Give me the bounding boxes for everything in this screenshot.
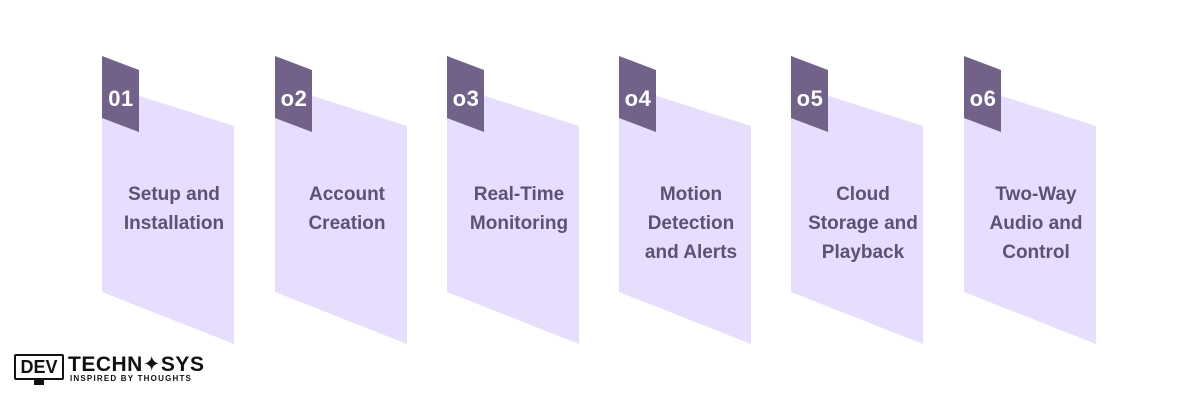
step-label: Cloud Storage and Playback: [795, 180, 931, 267]
step-card-shape: [447, 56, 579, 344]
step-number: o6: [969, 86, 997, 111]
step-card-5: o5 Cloud Storage and Playback: [791, 56, 931, 346]
step-label-line: Real-Time: [473, 184, 565, 205]
step-label-line: Two-Way: [995, 184, 1077, 205]
step-number: 01: [108, 86, 134, 111]
step-card-2: o2 Account Creation: [275, 56, 415, 346]
step-card-shape: [964, 56, 1096, 344]
step-label: Two-Way Audio and Control: [968, 180, 1104, 267]
step-label-line: Creation: [308, 213, 386, 234]
step-label-line: Motion: [659, 184, 723, 205]
step-label-line: Installation: [123, 213, 225, 234]
step-label-line: Audio and: [989, 213, 1083, 234]
step-label: Setup and Installation: [106, 180, 242, 238]
step-label: Real-Time Monitoring: [451, 180, 587, 238]
step-label-line: Storage and: [808, 213, 918, 234]
logo-brand-name: TECHN✦SYS: [68, 353, 205, 376]
step-card-shape: [791, 56, 923, 344]
step-card-4: o4 Motion Detection and Alerts: [619, 56, 759, 346]
step-number: o5: [796, 86, 824, 111]
step-label: Account Creation: [279, 180, 415, 238]
step-label-line: and Alerts: [644, 242, 738, 263]
step-card-shape: [102, 56, 234, 344]
step-label-line: Setup and: [128, 184, 220, 205]
step-number: o2: [280, 86, 308, 111]
step-card-1: 01 Setup and Installation: [102, 56, 242, 346]
step-label-line: Control: [1002, 242, 1070, 263]
company-logo: DEV TECHN✦SYS INSPIRED BY THOUGHTS: [14, 352, 214, 388]
step-label-line: Monitoring: [469, 213, 569, 234]
logo-dev-monitor: DEV: [14, 354, 64, 380]
step-number: o3: [452, 86, 480, 111]
step-card-3: o3 Real-Time Monitoring: [447, 56, 587, 346]
step-card-shape: [619, 56, 751, 344]
step-label-line: Account: [309, 184, 385, 205]
step-card-shape: [275, 56, 407, 344]
logo-monitor-stand: [34, 380, 44, 385]
step-label: Motion Detection and Alerts: [623, 180, 759, 267]
step-number: o4: [624, 86, 652, 111]
step-label-line: Detection: [647, 213, 735, 234]
step-label-line: Cloud: [836, 184, 890, 205]
logo-tagline: INSPIRED BY THOUGHTS: [70, 374, 193, 383]
step-label-line: Playback: [821, 242, 905, 263]
step-card-6: o6 Two-Way Audio and Control: [964, 56, 1104, 346]
